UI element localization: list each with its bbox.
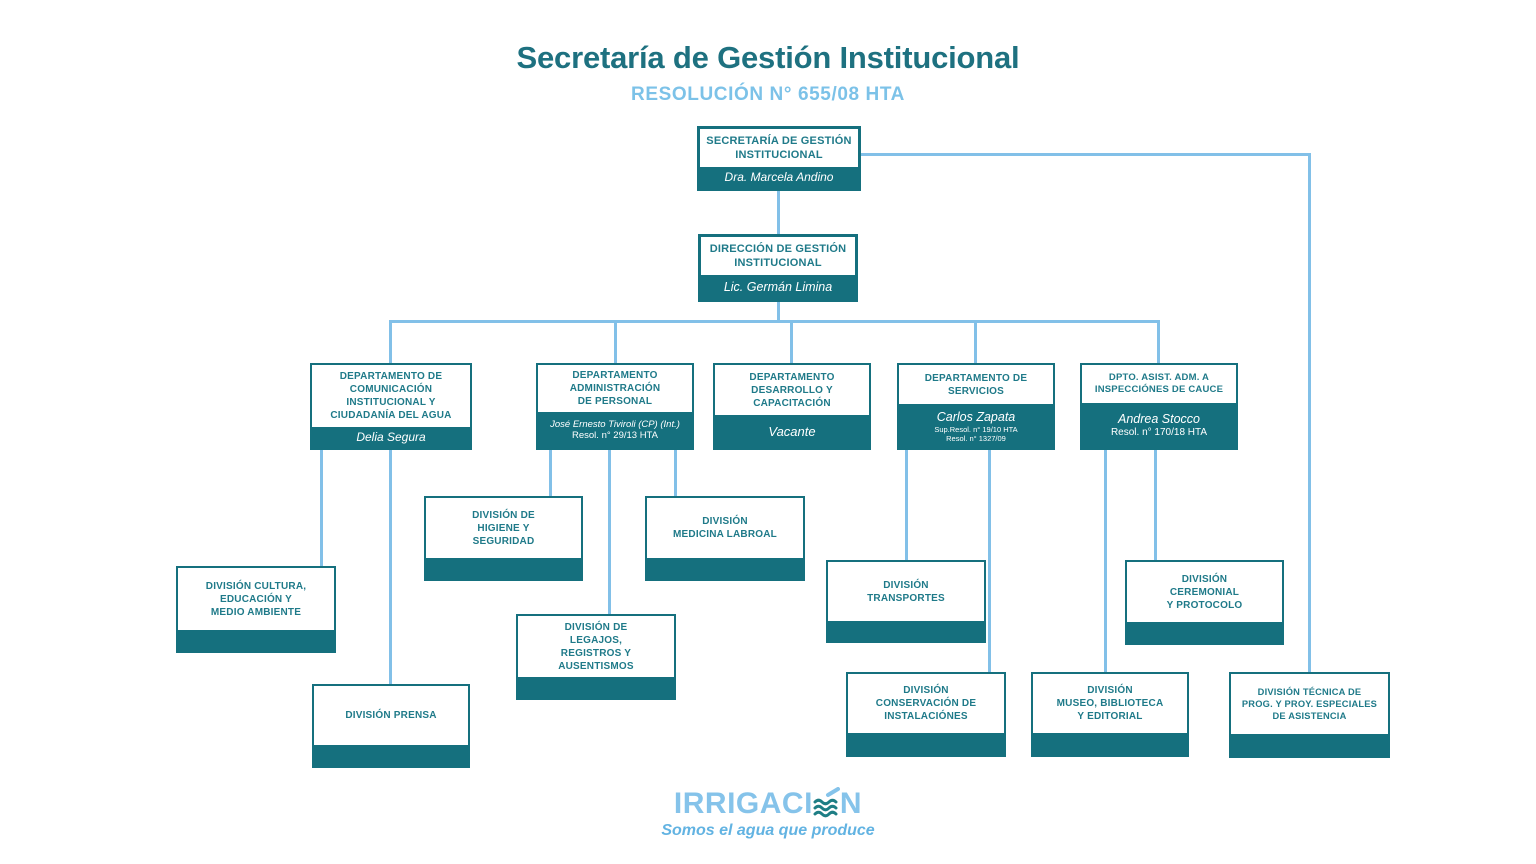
node-title: DEPARTAMENTO ADMINISTRACIÓN DE PERSONAL: [569, 370, 661, 407]
node-holder: Dra. Marcela Andino: [724, 170, 834, 185]
node-band: [647, 558, 803, 579]
org-node-secretaria: SECRETARÍA DE GESTIÓN INSTITUCIONAL Dra.…: [697, 126, 861, 191]
org-node-admin-personal: DEPARTAMENTO ADMINISTRACIÓN DE PERSONAL …: [536, 363, 694, 450]
node-title: DIVISIÓN DE HIGIENE Y SEGURIDAD: [472, 509, 535, 547]
page-title: Secretaría de Gestión Institucional: [516, 40, 1020, 75]
node-title: DEPARTAMENTO DE COMUNICACIÓN INSTITUCION…: [330, 371, 452, 421]
logo-text-start: IRRIGACI: [673, 787, 813, 820]
logo-text-end: N: [839, 787, 863, 820]
node-band: [426, 558, 581, 579]
node-band: [1127, 622, 1282, 643]
org-node-transportes: DIVISIÓN TRANSPORTES: [826, 560, 986, 643]
node-band: [848, 733, 1004, 755]
node-title: DIVISIÓN CULTURA, EDUCACIÓN Y MEDIO AMBI…: [205, 580, 307, 618]
org-node-direccion: DIRECCIÓN DE GESTIÓN INSTITUCIONAL Lic. …: [698, 234, 858, 302]
node-band: Andrea Stocco Resol. n° 170/18 HTA: [1082, 403, 1236, 448]
node-band: [1033, 733, 1187, 755]
node-band: [314, 745, 468, 766]
logo-tagline: Somos el agua que produce: [661, 822, 875, 839]
connector-comunicacion-cultura: [320, 450, 323, 566]
node-title: DIVISIÓN TÉCNICA DE PROG. Y PROY. ESPECI…: [1241, 686, 1378, 722]
org-node-tecnica: DIVISIÓN TÉCNICA DE PROG. Y PROY. ESPECI…: [1229, 672, 1390, 758]
connector-admin-legajos: [608, 450, 611, 614]
connector-right-tecnica: [1308, 153, 1311, 672]
connector-drop-inspecciones: [1157, 320, 1160, 363]
connector-inspecciones-museo: [1104, 450, 1107, 672]
node-band: Dra. Marcela Andino: [700, 167, 858, 188]
node-title: DPTO. ASIST. ADM. A INSPECCIÓNES DE CAUC…: [1094, 371, 1224, 395]
org-node-medicina: DIVISIÓN MEDICINA LABROAL: [645, 496, 805, 581]
node-title: DEPARTAMENTO DESARROLLO Y CAPACITACIÓN: [749, 371, 835, 409]
org-node-legajos: DIVISIÓN DE LEGAJOS, REGISTROS Y AUSENTI…: [516, 614, 676, 700]
org-node-higiene: DIVISIÓN DE HIGIENE Y SEGURIDAD: [424, 496, 583, 581]
connector-drop-admin-personal: [614, 320, 617, 363]
node-band: Carlos Zapata Sup.Resol. n° 19/10 HTA Re…: [899, 404, 1053, 448]
node-resolution: Resol. n° 1327/09: [946, 433, 1006, 443]
connector-secretaria-right: [861, 153, 1310, 156]
node-band: Vacante: [715, 415, 869, 448]
connector-direccion-spine: [777, 302, 780, 320]
node-band: [828, 621, 984, 641]
connector-drop-servicios: [974, 320, 977, 363]
connector-admin-higiene: [549, 450, 552, 496]
node-band: [178, 630, 334, 651]
node-holder: Vacante: [768, 423, 816, 439]
logo-waves-o-icon: [813, 787, 840, 818]
org-node-conservacion: DIVISIÓN CONSERVACIÓN DE INSTALACIÓNES: [846, 672, 1006, 757]
node-title: DIVISIÓN MUSEO, BIBLIOTECA Y EDITORIAL: [1056, 685, 1164, 722]
org-node-cultura: DIVISIÓN CULTURA, EDUCACIÓN Y MEDIO AMBI…: [176, 566, 336, 653]
connector-servicios-conservacion: [988, 450, 991, 672]
node-title: DIVISIÓN DE LEGAJOS, REGISTROS Y AUSENTI…: [558, 621, 634, 672]
org-node-servicios: DEPARTAMENTO DE SERVICIOS Carlos Zapata …: [897, 363, 1055, 450]
page-subtitle: RESOLUCIÓN N° 655/08 HTA: [631, 84, 905, 105]
connector-drop-desarrollo: [790, 320, 793, 363]
org-node-desarrollo: DEPARTAMENTO DESARROLLO Y CAPACITACIÓN V…: [713, 363, 871, 450]
connector-spine: [390, 320, 1160, 323]
logo-wordmark: IRRIGACI N: [0, 787, 1536, 819]
node-band: [1231, 734, 1388, 756]
node-title: DIVISIÓN TRANSPORTES: [867, 579, 945, 604]
node-title: DIVISIÓN MEDICINA LABROAL: [673, 516, 777, 540]
node-resolution: Resol. n° 29/13 HTA: [572, 430, 658, 441]
org-node-museo: DIVISIÓN MUSEO, BIBLIOTECA Y EDITORIAL: [1031, 672, 1189, 757]
node-band: José Ernesto Tiviroli (CP) (Int.) Resol.…: [538, 412, 692, 448]
node-band: [518, 677, 674, 698]
node-resolution: Sup.Resol. n° 19/10 HTA: [934, 424, 1018, 434]
connector-inspecciones-ceremonial: [1154, 450, 1157, 560]
connector-admin-medicina: [674, 450, 677, 496]
connector-drop-comunicacion: [389, 320, 392, 363]
node-title: DIVISIÓN CEREMONIAL Y PROTOCOLO: [1166, 573, 1243, 611]
node-resolution: Resol. n° 170/18 HTA: [1110, 427, 1208, 438]
node-title: DIVISIÓN CONSERVACIÓN DE INSTALACIÓNES: [875, 685, 977, 722]
org-node-prensa: DIVISIÓN PRENSA: [312, 684, 470, 768]
node-holder: Delia Segura: [356, 430, 426, 445]
node-title: DIRECCIÓN DE GESTIÓN INSTITUCIONAL: [709, 242, 847, 269]
node-band: Lic. Germán Limina: [701, 275, 855, 299]
org-node-comunicacion: DEPARTAMENTO DE COMUNICACIÓN INSTITUCION…: [310, 363, 472, 450]
irrigacion-logo: IRRIGACI N Somos el agua que produce: [0, 787, 1536, 840]
node-title: DIVISIÓN PRENSA: [345, 710, 437, 721]
node-title: DEPARTAMENTO DE SERVICIOS: [924, 372, 1028, 397]
org-node-inspecciones: DPTO. ASIST. ADM. A INSPECCIÓNES DE CAUC…: [1080, 363, 1238, 450]
connector-secretaria-direccion: [777, 191, 780, 234]
connector-comunicacion-prensa: [389, 450, 392, 684]
node-holder: José Ernesto Tiviroli (CP) (Int.): [550, 418, 680, 430]
node-holder: Carlos Zapata: [936, 409, 1016, 424]
node-band: Delia Segura: [312, 427, 470, 448]
org-node-ceremonial: DIVISIÓN CEREMONIAL Y PROTOCOLO: [1125, 560, 1284, 645]
node-holder: Lic. Germán Limina: [723, 279, 833, 294]
node-title: SECRETARÍA DE GESTIÓN INSTITUCIONAL: [706, 134, 852, 161]
connector-servicios-transportes: [905, 450, 908, 560]
node-holder: Andrea Stocco: [1118, 412, 1200, 426]
